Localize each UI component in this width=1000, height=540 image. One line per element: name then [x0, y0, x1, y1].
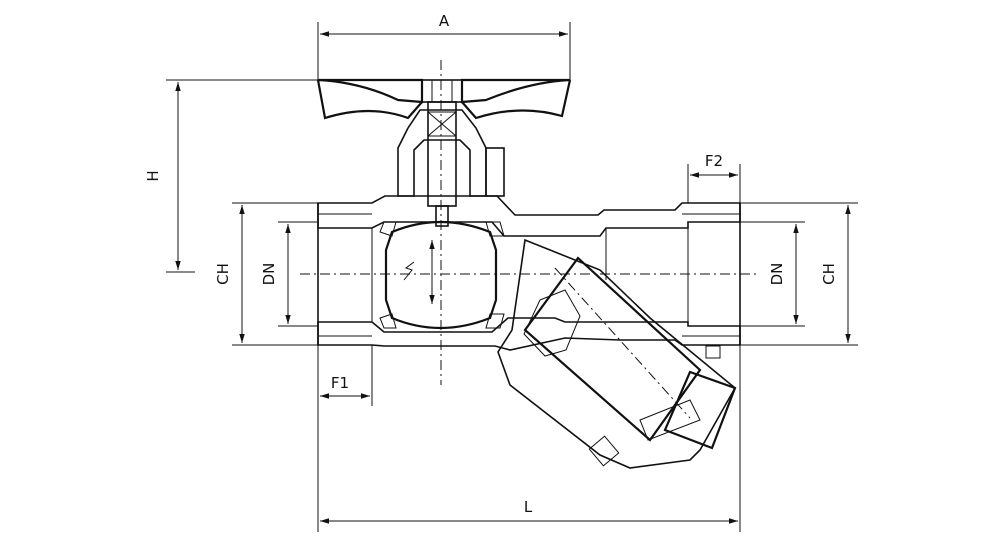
label-f2: F2 — [705, 152, 723, 170]
label-l: L — [524, 498, 533, 516]
strainer-cap — [663, 370, 737, 450]
valve-body — [300, 60, 760, 469]
seat-left-bottom — [379, 313, 397, 329]
strainer-screen — [523, 256, 702, 442]
label-dn-left: DN — [260, 263, 278, 286]
valve-ball — [384, 220, 498, 330]
label-h: H — [144, 170, 162, 181]
bonnet — [397, 109, 487, 197]
label-a: A — [439, 12, 450, 30]
label-ch-right: CH — [820, 263, 838, 285]
dimension-labels: A H CH DN F1 F2 DN CH L — [144, 12, 838, 516]
seat-right-bottom — [485, 313, 505, 329]
stem — [427, 101, 457, 207]
stem-nut — [421, 79, 463, 103]
label-dn-right: DN — [768, 263, 786, 286]
strainer-mesh — [523, 289, 581, 357]
butterfly-handle — [317, 78, 424, 104]
strainer-branch — [497, 238, 737, 469]
label-ch-left: CH — [214, 263, 232, 285]
seat-right — [485, 221, 505, 237]
label-f1: F1 — [331, 374, 349, 392]
dimension-lines — [166, 22, 858, 532]
seat-left — [379, 221, 397, 237]
